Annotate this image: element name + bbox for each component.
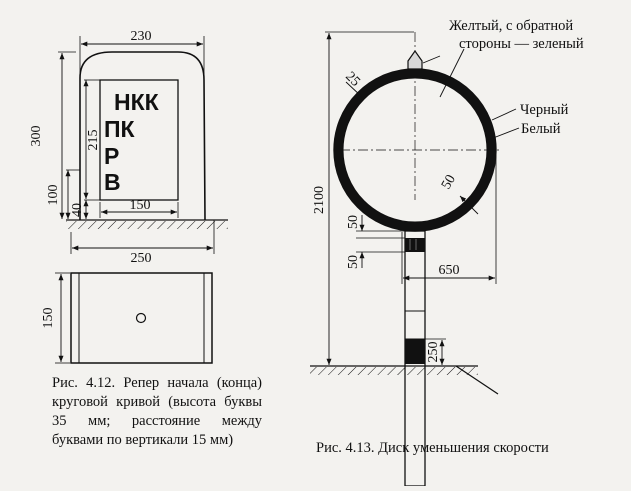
- dim-rim-50: 50: [439, 172, 459, 192]
- dim-height-total: 300: [29, 126, 44, 147]
- post-black-band-upper: [405, 238, 425, 252]
- fig-4-13-drawing: [310, 31, 520, 487]
- dim-rim-25: 25: [342, 69, 363, 90]
- fig-4-12-drawing: [55, 36, 228, 364]
- dim-plate-width: 150: [130, 198, 151, 213]
- disc-top-knob: [407, 49, 423, 70]
- dim-side-width: 150: [41, 308, 56, 329]
- fig-4-12-texts: 230 250 150 300 100 40 215 150 НКК ПК Р …: [29, 29, 160, 329]
- sign-line-4: В: [104, 169, 121, 195]
- sign-line-2: ПК: [104, 116, 136, 142]
- marker-post-body: [79, 51, 206, 221]
- dim-band-50-upper: 50: [346, 215, 361, 229]
- marker-plan-view: [70, 272, 213, 364]
- sign-line-1: НКК: [114, 89, 160, 115]
- dim-bottom-width: 250: [131, 251, 152, 266]
- sign-line-3: Р: [104, 143, 119, 169]
- dim-arm-650: 650: [439, 263, 460, 278]
- dim-height-lower: 100: [46, 185, 61, 206]
- dim-top-width: 230: [131, 29, 152, 44]
- label-white: Белый: [521, 121, 561, 137]
- ground-hatch: [66, 221, 228, 229]
- label-yellow-line2: стороны — зеленый: [459, 36, 584, 52]
- dim-height-plate: 215: [86, 130, 101, 151]
- figure-caption-4-13: Рис. 4.13. Диск уменьшения скорости: [316, 440, 549, 456]
- post-white-band: [404, 310, 426, 340]
- disc-black-ring: [334, 69, 496, 231]
- post-black-band-lower: [405, 339, 425, 364]
- dim-height-base: 40: [70, 203, 85, 217]
- dim-band-50-lower: 50: [346, 255, 361, 269]
- disc-inner-edge: [342, 77, 488, 223]
- plan-hole: [135, 312, 147, 324]
- dim-band-250: 250: [426, 342, 441, 363]
- label-black: Черный: [520, 102, 569, 118]
- dim-height-2100: 2100: [312, 186, 327, 214]
- letter-plate: [99, 79, 179, 201]
- figure-caption-4-12: Рис. 4.12. Репер начала (конца) круговой…: [52, 375, 262, 448]
- label-yellow-line1: Желтый, с обратной: [449, 18, 573, 34]
- fig-4-13-texts: Желтый, с обратной стороны — зеленый Чер…: [312, 18, 584, 363]
